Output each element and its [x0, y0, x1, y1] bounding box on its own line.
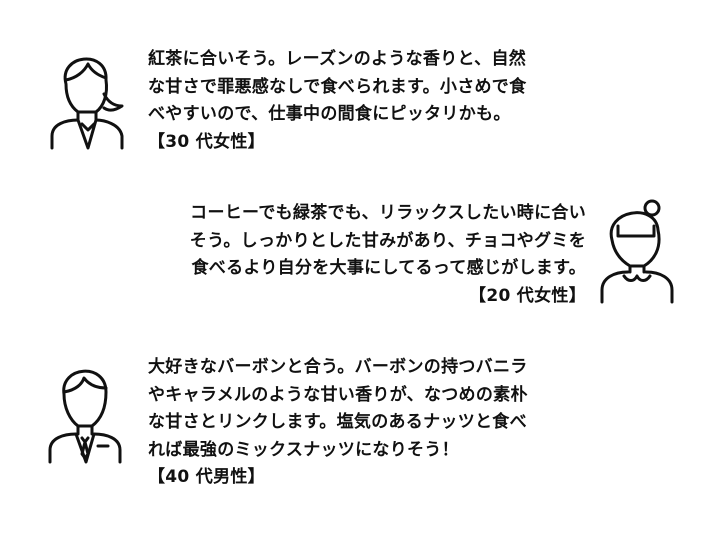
- testimonial-20s-woman: コーヒーでも緑茶でも、リラックスしたい時に合い そう。しっかりとした甘みがあり、…: [190, 200, 586, 310]
- man-suit-avatar-icon: [46, 358, 130, 470]
- comment-line: やキャラメルのような甘い香りが、なつめの素朴: [148, 384, 528, 405]
- testimonial-40s-man: 大好きなバーボンと合う。バーボンの持つバニラ やキャラメルのような甘い香りが、な…: [148, 354, 528, 492]
- comment-line: 食べるより自分を大事にしてるって感じがします。: [191, 258, 586, 278]
- comment-line: な甘さで罪悪感なしで食べられます。小さめで食: [148, 76, 527, 97]
- comment-line: 大好きなバーボンと合う。バーボンの持つバニラ: [148, 357, 528, 377]
- comment-line: れば最強のミックスナッツになりそう！: [148, 439, 459, 460]
- attribution: 【20 代女性】: [469, 285, 586, 306]
- comment-line: べやすいので、仕事中の間食にピッタリかも。: [148, 104, 511, 124]
- comment-line: コーヒーでも緑茶でも、リラックスしたい時に合い: [190, 203, 586, 223]
- attribution: 【40 代男性】: [148, 467, 265, 487]
- woman-office-avatar-icon: [48, 44, 128, 154]
- comment-line: そう。しっかりとした甘みがあり、チョコやグミを: [189, 230, 586, 251]
- attribution: 【30 代女性】: [148, 131, 265, 152]
- testimonial-30s-woman: 紅茶に合いそう。レーズンのような香りと、自然 な甘さで罪悪感なしで食べられます。…: [148, 46, 526, 156]
- comment-line: 紅茶に合いそう。レーズンのような香りと、自然: [148, 49, 527, 69]
- young-woman-avatar-icon: [596, 196, 680, 308]
- comment-line: な甘さとリンクします。塩気のあるナッツと食べ: [148, 412, 527, 432]
